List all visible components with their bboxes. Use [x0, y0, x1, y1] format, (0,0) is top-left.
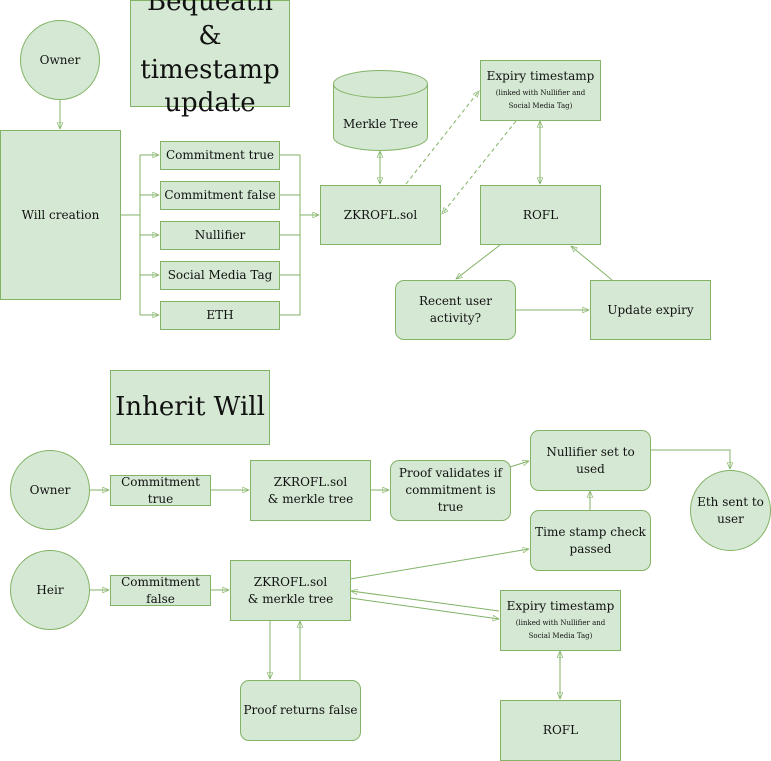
expiry-timestamp-node-2[interactable]: Expiry timestamp (linked with Nullifier …	[500, 590, 621, 651]
nullifier-used-label: Nullifier set to used	[546, 444, 635, 476]
edge-heir-zk-to-expiry	[349, 597, 499, 619]
title-line: Bequeath	[147, 0, 273, 17]
expiry-title: Expiry timestamp	[506, 598, 615, 613]
heir-commitment-false-node[interactable]: Commitment false	[110, 575, 211, 606]
edge-proof-to-nullifier	[509, 461, 529, 468]
expiry-title: Expiry timestamp	[486, 68, 595, 83]
expiry-note-line: (linked with Nullifier and	[515, 618, 606, 627]
edge-update-to-rofl	[571, 246, 613, 281]
database-cylinder-icon	[333, 70, 428, 151]
eth-sent-node[interactable]: Eth sent to user	[690, 470, 771, 551]
section-title-inherit-will: Inherit Will	[110, 370, 270, 445]
recent-activity-label: Recent user activity?	[418, 294, 493, 325]
owner-zkrofl-merkle-node[interactable]: ZKROFL.sol & merkle tree	[250, 460, 371, 521]
edge-expiry-to-zkrofl	[442, 120, 517, 214]
title-text: Inherit Will	[115, 391, 265, 422]
heir-label: Heir	[36, 582, 64, 597]
heir-node[interactable]: Heir	[10, 550, 90, 630]
will-creation-node[interactable]: Will creation	[0, 130, 121, 300]
title-line: & timestamp	[140, 20, 280, 85]
expiry-note-line: (linked with Nullifier and	[495, 88, 586, 97]
proof-returns-false-node[interactable]: Proof returns false	[240, 680, 361, 741]
eth-node[interactable]: ETH	[160, 301, 280, 330]
commitment-false-node[interactable]: Commitment false	[160, 181, 280, 210]
update-expiry-label: Update expiry	[607, 302, 694, 317]
eth-sent-label: Eth sent to user	[697, 494, 764, 526]
edge-expiry-to-heir-zk	[351, 591, 500, 612]
update-expiry-node[interactable]: Update expiry	[590, 280, 711, 340]
section-title-bequeath: Bequeath & timestamp update	[130, 0, 290, 118]
merkle-tree-database[interactable]: Merkle Tree	[333, 70, 428, 151]
item-label: Commitment false	[164, 188, 276, 203]
owner-label: Owner	[39, 52, 81, 67]
heir-zkrofl-merkle-node[interactable]: ZKROFL.sol & merkle tree	[230, 560, 351, 621]
item-label: ETH	[206, 308, 234, 323]
zkrofl-label: ZKROFL.sol	[343, 207, 418, 222]
expiry-note-line: Social Media Tag)	[508, 101, 573, 110]
merkle-tree-label: Merkle Tree	[342, 116, 419, 131]
recent-user-activity-node[interactable]: Recent user activity?	[395, 280, 516, 340]
timestamp-check-node[interactable]: Time stamp check passed	[530, 510, 651, 571]
proof-false-label: Proof returns false	[243, 703, 358, 718]
item-label: Commitment true	[165, 148, 275, 163]
rofl-node-2[interactable]: ROFL	[500, 700, 621, 761]
owner-commitment-true-node[interactable]: Commitment true	[110, 475, 211, 506]
edge-nullifier-to-eth	[650, 449, 730, 469]
nullifier-node[interactable]: Nullifier	[160, 221, 280, 250]
edge-zkrofl-to-expiry	[405, 91, 479, 185]
rofl-label: ROFL	[542, 723, 579, 738]
expiry-note-line: Social Media Tag)	[528, 631, 593, 640]
nullifier-set-used-node[interactable]: Nullifier set to used	[530, 430, 651, 491]
owner-label: Owner	[29, 482, 71, 497]
proof-validates-node[interactable]: Proof validates if commitment is true	[390, 460, 511, 521]
zk-label-line: ZKROFL.sol	[253, 574, 328, 589]
item-label: Social Media Tag	[167, 268, 273, 283]
timestamp-label-line: passed	[569, 541, 612, 556]
rofl-node[interactable]: ROFL	[480, 185, 601, 245]
commitment-label: Commitment true	[121, 474, 200, 506]
commitment-label: Commitment false	[121, 574, 200, 606]
edge-rofl-to-recent	[456, 244, 501, 279]
rofl-label: ROFL	[522, 207, 559, 222]
zkrofl-node[interactable]: ZKROFL.sol	[320, 185, 441, 245]
owner-node[interactable]: Owner	[20, 20, 100, 100]
proof-label-line: commitment is true	[405, 483, 496, 514]
owner-node-2[interactable]: Owner	[10, 450, 90, 530]
proof-label-line: Proof validates if	[398, 466, 503, 481]
expiry-timestamp-node[interactable]: Expiry timestamp (linked with Nullifier …	[480, 60, 601, 121]
commitment-true-node[interactable]: Commitment true	[160, 141, 280, 170]
edge-heir-zk-to-timestamp	[349, 549, 529, 580]
zk-label-line: & merkle tree	[247, 591, 334, 606]
zk-label-line: ZKROFL.sol	[273, 474, 348, 489]
title-line: update	[164, 88, 256, 119]
zk-label-line: & merkle tree	[267, 491, 354, 506]
timestamp-label-line: Time stamp check	[535, 524, 646, 539]
will-creation-label: Will creation	[21, 207, 100, 222]
social-media-tag-node[interactable]: Social Media Tag	[160, 261, 280, 290]
item-label: Nullifier	[194, 228, 246, 243]
